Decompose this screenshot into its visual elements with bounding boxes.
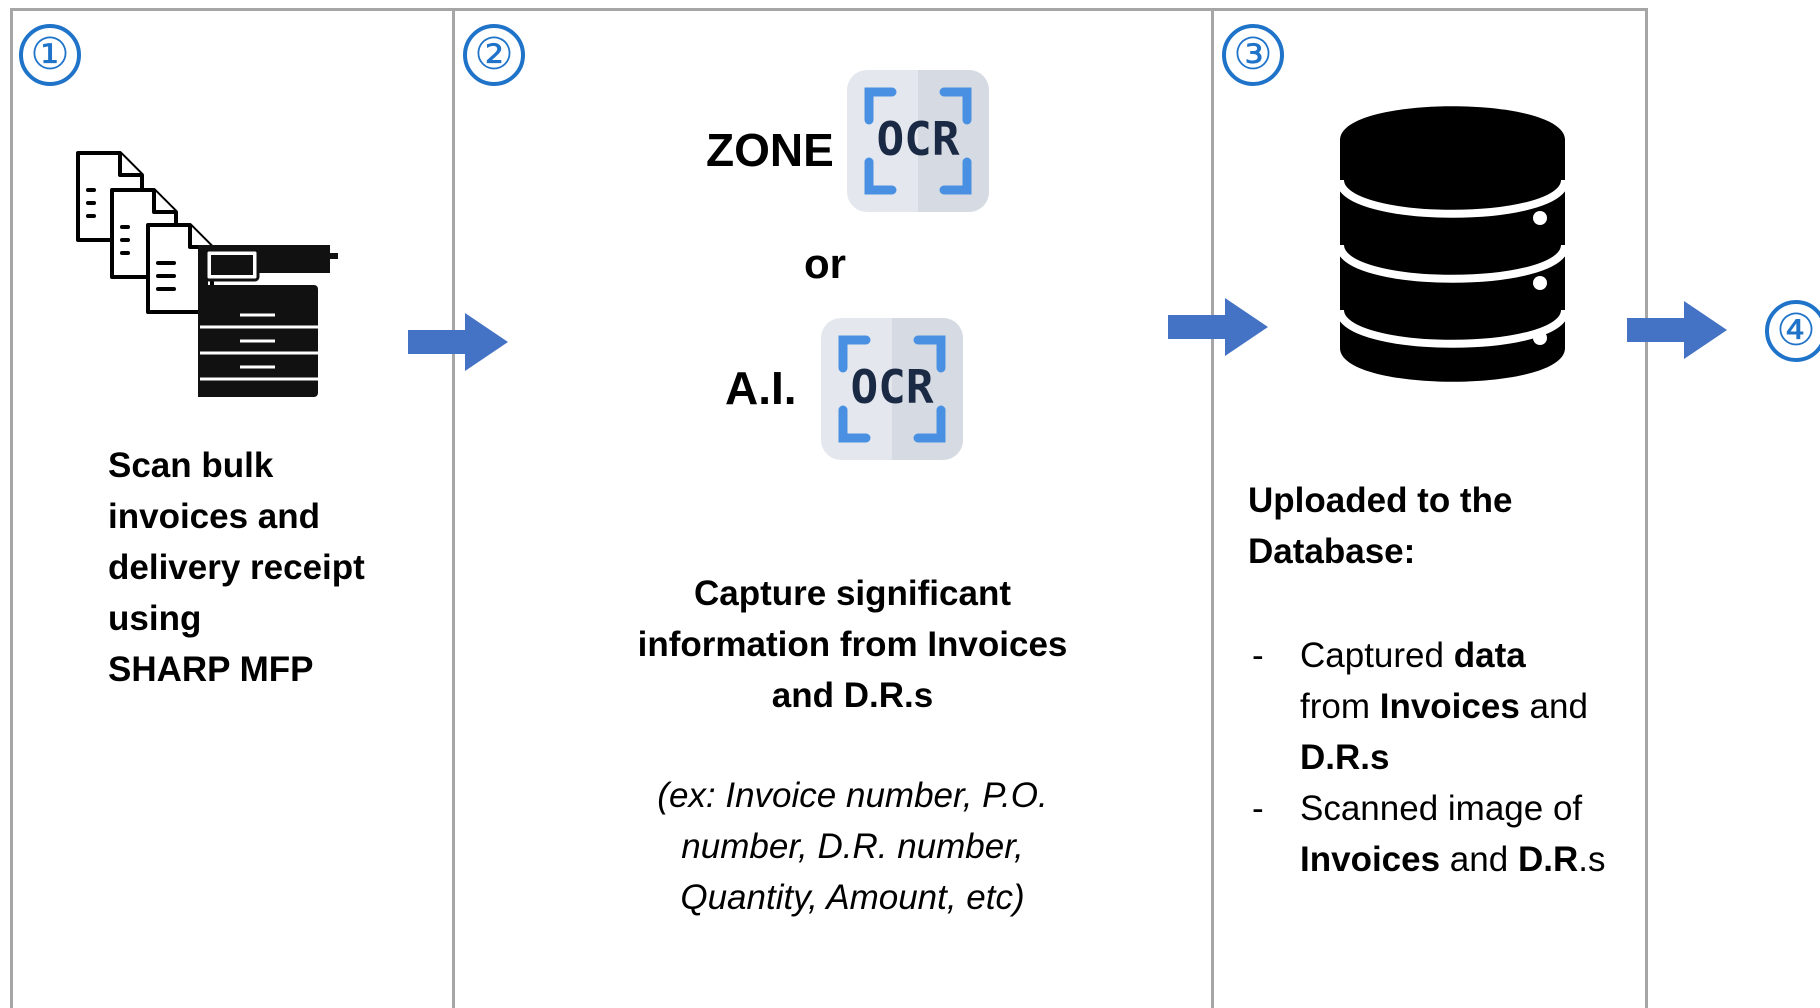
bullet-bold-text: Invoices xyxy=(1300,840,1441,879)
bullet-captured-data: Captured data from Invoices and D.R.s xyxy=(1248,630,1648,783)
step-1-caption: Scan bulk invoices and delivery receipt … xyxy=(108,440,438,695)
bullet-text: from xyxy=(1300,687,1380,726)
step-4-number: ④ xyxy=(1765,300,1820,362)
step-1-number: ① xyxy=(19,24,81,86)
right-arrow-icon xyxy=(1627,301,1727,359)
database-icon xyxy=(1340,106,1565,382)
step-3-title: Uploaded to the Database: xyxy=(1248,475,1628,577)
step-2-number: ② xyxy=(463,24,525,86)
title-line: Uploaded to the xyxy=(1248,481,1513,520)
step-3-number: ③ xyxy=(1222,24,1284,86)
ocr-scan-icon: OCR xyxy=(821,318,963,460)
ocr-badge-text: OCR xyxy=(876,112,959,166)
title-line: Database: xyxy=(1248,532,1416,571)
step-3-bullet-list: Captured data from Invoices and D.R.s Sc… xyxy=(1248,630,1648,885)
step-2-example: (ex: Invoice number, P.O. number, D.R. n… xyxy=(600,770,1105,923)
right-arrow-icon xyxy=(408,313,508,371)
bullet-text: Captured xyxy=(1300,636,1454,675)
caption-line: information from Invoices xyxy=(637,625,1068,664)
ai-label: A.I. xyxy=(725,362,797,414)
bullet-bold-text: D.R xyxy=(1517,840,1579,879)
bullet-bold-text: D.R.s xyxy=(1300,738,1390,777)
caption-line: Capture significant xyxy=(694,574,1011,613)
bullet-text: and xyxy=(1440,840,1518,879)
ocr-badge-text: OCR xyxy=(850,360,933,414)
right-arrow-icon xyxy=(1168,298,1268,356)
example-line: number, D.R. number, xyxy=(681,827,1024,866)
zone-label: ZONE xyxy=(706,124,834,176)
step-3-panel xyxy=(1211,8,1648,1008)
caption-line: SHARP MFP xyxy=(108,650,314,689)
bullet-text: .s xyxy=(1578,840,1606,879)
caption-line: using xyxy=(108,599,202,638)
bullet-text: Scanned image of xyxy=(1300,789,1583,828)
caption-line: and D.R.s xyxy=(771,676,934,715)
or-label: or xyxy=(804,240,846,287)
caption-line: delivery receipt xyxy=(108,548,365,587)
step-2-caption: Capture significant information from Inv… xyxy=(600,568,1105,721)
caption-line: Scan bulk xyxy=(108,446,274,485)
bullet-text: and xyxy=(1519,687,1588,726)
ocr-scan-icon: OCR xyxy=(847,70,989,212)
caption-line: invoices and xyxy=(108,497,321,536)
bullet-bold-text: data xyxy=(1453,636,1526,675)
example-line: Quantity, Amount, etc) xyxy=(680,878,1025,917)
bullet-scanned-image: Scanned image of Invoices and D.R.s xyxy=(1248,783,1648,885)
bullet-bold-text: Invoices xyxy=(1379,687,1520,726)
printer-with-documents-icon xyxy=(76,151,338,397)
example-line: (ex: Invoice number, P.O. xyxy=(657,776,1048,815)
